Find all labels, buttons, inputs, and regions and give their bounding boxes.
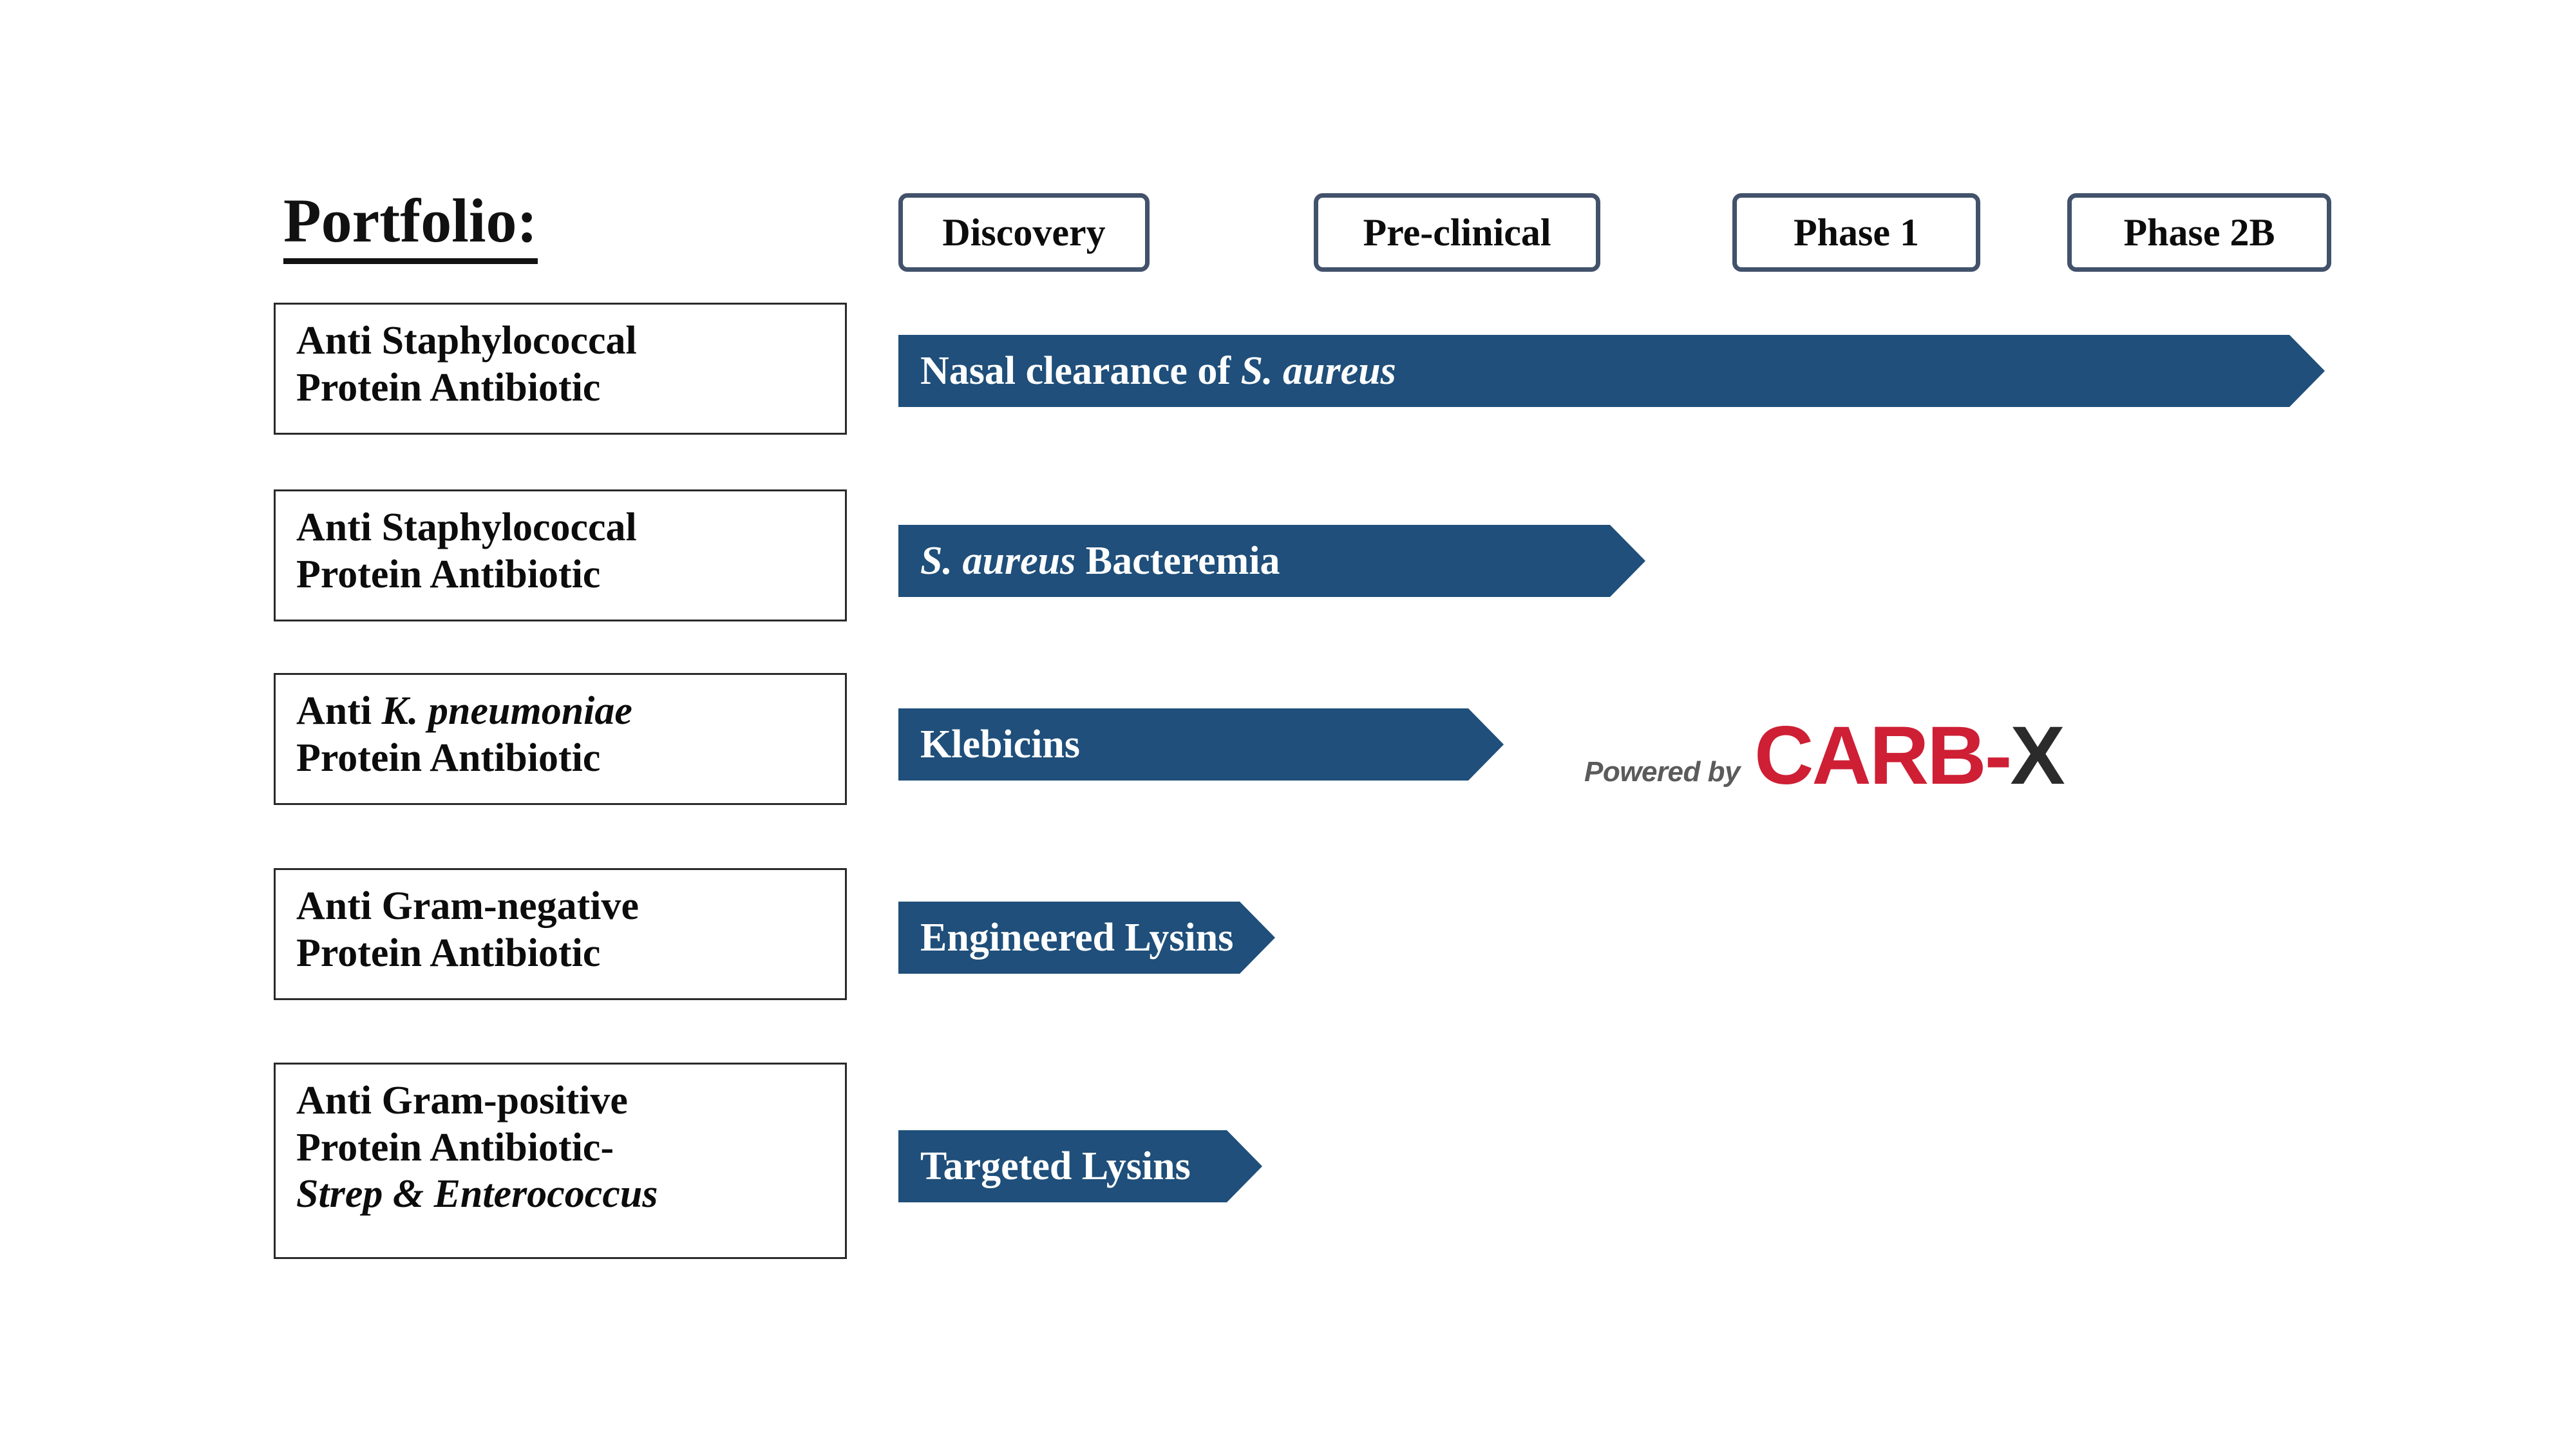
portfolio-line-text: Anti Gram-negative — [296, 884, 639, 928]
pipeline-arrow-label: Targeted Lysins — [920, 1146, 1191, 1186]
phase-pill-phase-1[interactable]: Phase 1 — [1732, 193, 1980, 272]
phase-pill-phase-2b[interactable]: Phase 2B — [2067, 193, 2331, 272]
phase-pill-discovery[interactable]: Discovery — [898, 193, 1150, 272]
pipeline-arrow-s-aureus-bacteremia[interactable]: S. aureus Bacteremia — [898, 525, 1645, 597]
arrow-label-species: S. aureus — [1240, 349, 1396, 393]
pipeline-arrow-klebicins[interactable]: Klebicins — [898, 708, 1504, 781]
pipeline-arrow-engineered-lysins[interactable]: Engineered Lysins — [898, 902, 1275, 974]
page-title: Portfolio: — [283, 190, 538, 264]
arrow-label-text: Targeted Lysins — [920, 1144, 1191, 1188]
arrow-label-text: Engineered Lysins — [920, 916, 1234, 960]
portfolio-line-text: Anti Staphylococcal — [296, 319, 637, 363]
portfolio-box-line: Anti Staphylococcal — [296, 504, 845, 551]
carbx-wordmark-x: X — [2010, 710, 2065, 802]
arrow-label-text: Nasal clearance of — [920, 349, 1241, 393]
page-title-text: Portfolio: — [283, 190, 538, 264]
portfolio-line-species: K. pneumoniae — [381, 689, 632, 733]
phase-pill-label: Phase 1 — [1794, 211, 1919, 254]
pipeline-arrow-label: Engineered Lysins — [920, 918, 1233, 958]
portfolio-line-text: Anti Gram-positive — [296, 1079, 628, 1122]
portfolio-line-text: Protein Antibiotic — [296, 735, 601, 780]
arrow-label-species: S. aureus — [920, 539, 1076, 583]
portfolio-box-line: Anti Gram-negative — [296, 883, 845, 930]
pipeline-arrow-label: S. aureus Bacteremia — [920, 541, 1280, 581]
pipeline-arrow-label: Nasal clearance of S. aureus — [920, 351, 1396, 391]
phase-pill-pre-clinical[interactable]: Pre-clinical — [1314, 193, 1600, 272]
portfolio-line-text: Anti Staphylococcal — [296, 506, 637, 549]
carbx-wordmark: CARB-X — [1754, 708, 2065, 803]
portfolio-line-text: Anti — [296, 689, 382, 733]
pipeline-arrow-targeted-lysins[interactable]: Targeted Lysins — [898, 1130, 1262, 1202]
phase-pill-label: Discovery — [942, 211, 1106, 254]
portfolio-box-line: Strep & Enterococcus — [296, 1171, 845, 1218]
carbx-logo: Powered by CARB-X — [1584, 708, 2065, 803]
portfolio-box-line: Protein Antibiotic — [296, 365, 845, 412]
portfolio-line-text: Protein Antibiotic — [296, 931, 601, 975]
portfolio-box-line: Protein Antibiotic — [296, 735, 845, 782]
portfolio-line-text: Protein Antibiotic- — [296, 1125, 614, 1170]
portfolio-box-line: Anti Staphylococcal — [296, 317, 845, 365]
portfolio-box-line: Protein Antibiotic — [296, 930, 845, 977]
portfolio-box-line: Anti Gram-positive — [296, 1077, 845, 1124]
phase-pill-label: Phase 2B — [2123, 211, 2275, 254]
portfolio-box-line: Protein Antibiotic — [296, 551, 845, 598]
arrow-label-text: Klebicins — [920, 723, 1081, 766]
portfolio-line-text: Protein Antibiotic — [296, 552, 601, 596]
pipeline-arrow-nasal-clearance-s-aureus[interactable]: Nasal clearance of S. aureus — [898, 335, 2325, 407]
carbx-wordmark-red: CARB- — [1754, 710, 2012, 802]
portfolio-box-line: Anti K. pneumoniae — [296, 688, 845, 735]
pipeline-arrow-label: Klebicins — [920, 724, 1080, 764]
powered-by-label: Powered by — [1584, 756, 1740, 788]
portfolio-line-species: Strep & Enterococcus — [296, 1172, 658, 1217]
arrow-label-text-post: Bacteremia — [1075, 539, 1280, 583]
phase-pill-label: Pre-clinical — [1363, 211, 1551, 254]
portfolio-line-text: Protein Antibiotic — [296, 365, 601, 410]
portfolio-box-line: Protein Antibiotic- — [296, 1124, 845, 1171]
